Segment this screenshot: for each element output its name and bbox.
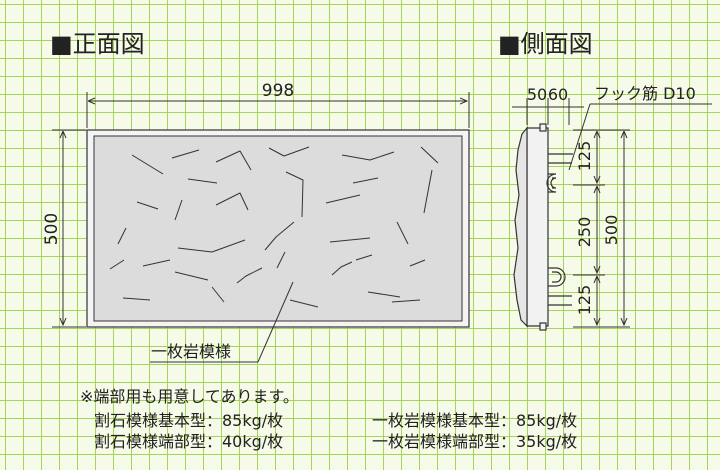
dim-500-side-label: 500 [602, 215, 621, 246]
note-remark: ※端部用も用意してあります。 [80, 387, 299, 406]
dim-60-label: 60 [548, 85, 568, 104]
dim-50-label: 50 [527, 85, 547, 104]
side-panel [513, 123, 549, 331]
front-view-title: ■正面図 [50, 30, 145, 58]
note-row-2-right: 一枚岩模様端部型：35kg/枚 [372, 432, 578, 451]
note-row-2-left: 割石模様端部型：40kg/枚 [94, 432, 284, 451]
height-dimension [52, 129, 86, 328]
hook-leader [568, 103, 712, 171]
rock-pattern-cracks [109, 146, 439, 308]
dim-250-label: 250 [575, 217, 594, 248]
thickness-dimensions [512, 98, 584, 125]
hook-label: フック筋 D10 [594, 84, 696, 103]
height-dimension-label: 500 [42, 213, 62, 245]
dim-125-top-label: 125 [575, 141, 594, 172]
note-row-1-right: 一枚岩模様基本型：85kg/枚 [372, 411, 578, 430]
hook-rebar-bottom [548, 267, 572, 306]
width-dimension [86, 92, 470, 128]
front-panel [86, 129, 470, 328]
side-view-title: ■側面図 [498, 30, 593, 58]
callout-leader [150, 281, 294, 363]
callout-label: 一枚岩模様 [151, 342, 231, 361]
dim-125-bottom-label: 125 [575, 285, 594, 316]
note-row-1-left: 割石模様基本型：85kg/枚 [94, 411, 284, 430]
hook-rebar-top [546, 153, 573, 193]
side-vertical-dimensions [573, 129, 630, 328]
width-dimension-label: 998 [262, 81, 294, 101]
